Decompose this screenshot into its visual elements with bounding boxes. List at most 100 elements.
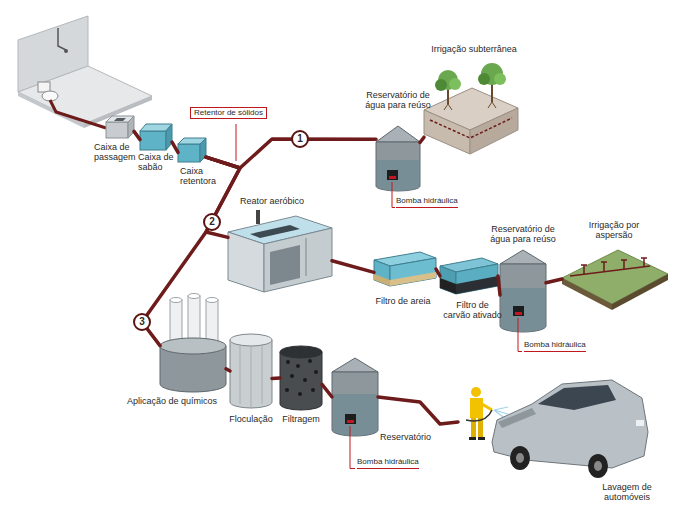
plant-component: Lavagem de automóveis	[458, 372, 648, 472]
illustration-part	[314, 370, 318, 374]
illustration-part	[562, 250, 668, 304]
component-label: Reservatório	[380, 432, 444, 442]
plant-component: Filtragem	[280, 346, 322, 410]
illustration-part	[64, 49, 68, 53]
illustration-part	[264, 228, 332, 292]
illustration-part	[18, 66, 152, 124]
illustration-part	[376, 142, 420, 191]
illustration-part	[424, 110, 470, 154]
plant-component: Reservatório de água para reúso	[376, 126, 420, 192]
callout-number: 3	[133, 313, 151, 331]
illustration-part	[570, 266, 650, 276]
illustration-part	[106, 122, 128, 138]
illustration-part	[562, 278, 612, 310]
callout-number: 2	[203, 213, 221, 231]
component-label: Irrigação por aspersão	[572, 220, 656, 241]
illustration-part	[456, 276, 498, 294]
illustration-part	[347, 420, 354, 423]
plant-component: Filtro de carvão ativado	[440, 258, 498, 294]
component-label: Caixa retentora	[180, 166, 226, 187]
illustration-part	[377, 160, 419, 191]
illustration-part	[286, 360, 290, 364]
plant-component: Caixa de sabão	[140, 124, 172, 150]
plant-component: Reator aeróbico	[228, 214, 332, 292]
illustration-part	[430, 118, 512, 138]
illustration-part	[510, 446, 530, 470]
illustration-part	[280, 352, 322, 410]
pump-label: Bomba hidráulica	[524, 340, 586, 352]
illustration-part	[50, 100, 106, 128]
pipe-connector	[378, 397, 458, 424]
illustration-part	[332, 358, 378, 372]
illustration-part	[389, 176, 396, 179]
illustration-part	[303, 378, 307, 382]
illustration-part	[280, 346, 322, 358]
illustration-part	[390, 258, 436, 286]
illustration-part	[206, 300, 218, 342]
illustration-part	[500, 250, 546, 264]
illustration-part	[374, 274, 390, 286]
illustration-part	[435, 79, 447, 91]
pipe-connector	[332, 261, 374, 273]
illustration-part	[538, 385, 616, 410]
illustration-part	[456, 264, 498, 294]
illustration-part	[311, 388, 315, 392]
plant-component: Filtro de areia	[374, 252, 436, 286]
illustration-part	[584, 258, 644, 274]
plant-component: Caixa retentora	[178, 138, 206, 162]
component-label: Aplicação de químicos	[120, 396, 224, 406]
illustration-part	[390, 272, 436, 286]
illustration-part	[449, 78, 461, 90]
pipe-connector	[272, 376, 280, 380]
illustration-part	[491, 84, 493, 102]
illustration-part	[114, 118, 126, 121]
illustration-part	[350, 426, 355, 469]
plant-component: Reservatório	[332, 358, 378, 436]
illustration-part	[482, 404, 492, 410]
component-label: Lavagem de automóveis	[596, 482, 658, 503]
pipe-connector	[546, 279, 562, 283]
illustration-part	[513, 306, 524, 316]
component-label: Caixa de sabão	[138, 152, 180, 173]
illustration-part	[392, 182, 395, 208]
illustration-part	[471, 387, 481, 397]
illustration-part	[188, 296, 200, 342]
illustration-part	[494, 73, 506, 85]
illustration-part	[228, 232, 264, 292]
illustration-part	[170, 300, 182, 342]
illustration-part	[440, 278, 456, 294]
pump-label: Bomba hidráulica	[357, 457, 419, 469]
plant-component: Reservatório de água para reúso	[500, 250, 546, 332]
illustration-part	[594, 461, 602, 471]
illustration-part	[470, 398, 483, 418]
pipe-connector	[322, 384, 332, 397]
illustration-part	[230, 340, 272, 408]
illustration-part	[256, 210, 260, 224]
illustration-part	[250, 225, 300, 238]
illustration-part	[160, 338, 226, 354]
component-label: Reservatório de água para reúso	[358, 90, 438, 111]
plant-component: Irrigação subterrânea	[424, 62, 518, 156]
illustration-part	[206, 298, 218, 303]
illustration-part	[188, 294, 200, 299]
illustration-part	[58, 28, 66, 50]
illustration-part	[333, 394, 377, 436]
illustration-part	[387, 170, 398, 180]
plant-component: Floculação	[230, 334, 272, 408]
illustration-part	[296, 364, 300, 368]
illustration-part	[501, 288, 545, 332]
illustration-part	[518, 318, 522, 352]
pipe-connector	[436, 269, 440, 276]
illustration-part	[444, 102, 496, 110]
illustration-part	[332, 372, 378, 436]
illustration-part	[470, 108, 518, 154]
illustration-part	[469, 437, 476, 440]
illustration-part	[478, 437, 485, 440]
illustration-part	[285, 359, 318, 396]
illustration-part	[298, 392, 302, 396]
illustration-part	[466, 410, 492, 421]
component-label: Filtragem	[276, 414, 326, 424]
